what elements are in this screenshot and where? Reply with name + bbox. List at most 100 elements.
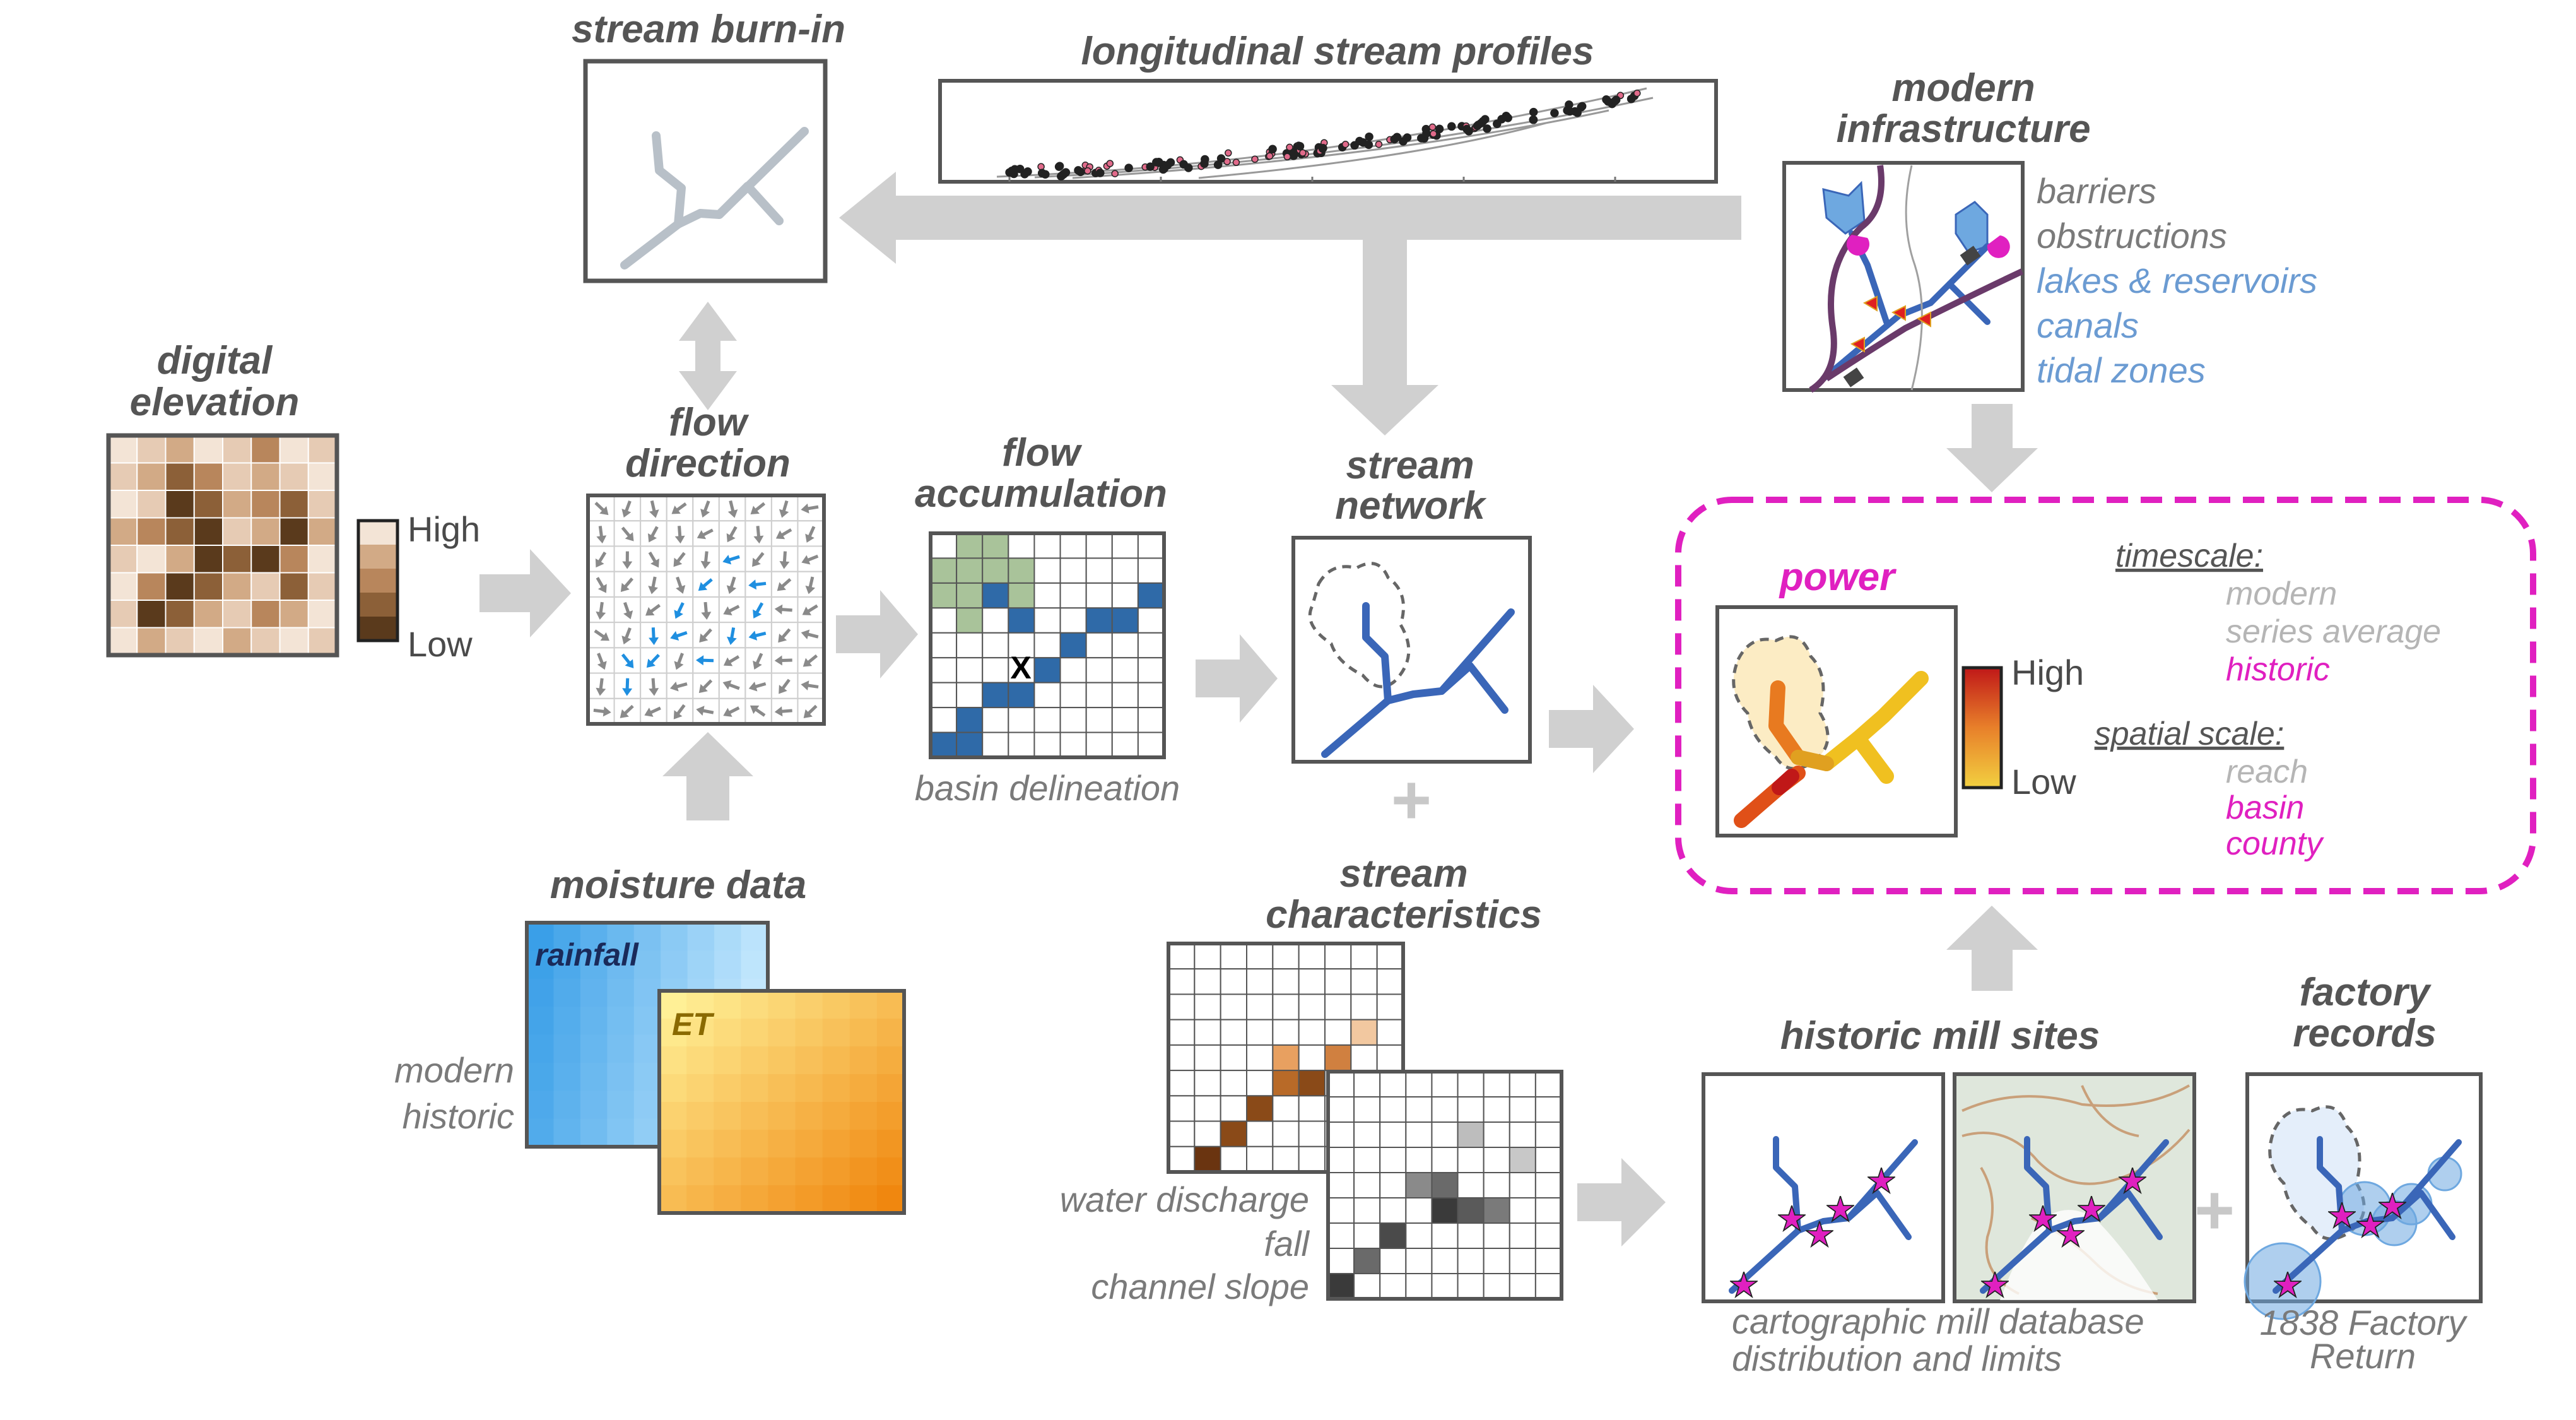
et-cell bbox=[822, 1019, 850, 1047]
network-plus: + bbox=[1391, 761, 1432, 839]
discharge-cell bbox=[1220, 968, 1247, 995]
accum-title-1: flow bbox=[1002, 431, 1083, 475]
discharge-cell bbox=[1350, 1019, 1378, 1046]
profile-point bbox=[1268, 145, 1277, 154]
et-cell bbox=[768, 1130, 796, 1158]
slope-cell bbox=[1327, 1096, 1355, 1123]
accum-cell bbox=[982, 657, 1009, 683]
profile-point bbox=[1403, 133, 1412, 142]
accum-frame bbox=[929, 531, 1166, 759]
discharge-cell bbox=[1298, 1145, 1326, 1173]
accum-cell bbox=[982, 707, 1009, 733]
accum-cell bbox=[1085, 657, 1113, 683]
et-grid bbox=[659, 991, 905, 1214]
et-cell bbox=[876, 1074, 905, 1103]
elevation-cell bbox=[250, 435, 281, 464]
flowdir-arrow bbox=[750, 502, 766, 515]
elevation-cell bbox=[250, 627, 281, 656]
flowdir-arrow bbox=[802, 604, 818, 615]
accum-cell bbox=[1085, 731, 1113, 758]
rainfall-cell bbox=[580, 978, 608, 1007]
discharge-cell bbox=[1324, 943, 1352, 970]
discharge-cell bbox=[1246, 1095, 1274, 1122]
period-modern: modern bbox=[394, 1050, 514, 1090]
et-cell bbox=[795, 991, 823, 1019]
profile-point bbox=[1041, 170, 1050, 179]
elevation-cell bbox=[307, 600, 338, 629]
arrow-to-stream-network bbox=[1331, 240, 1438, 435]
infrastructure-item: canals bbox=[2037, 305, 2139, 345]
flowdir-arrow bbox=[621, 653, 634, 668]
et-cell bbox=[822, 991, 850, 1019]
profile-point bbox=[1435, 124, 1444, 134]
et-cell bbox=[822, 1130, 850, 1158]
rainfall-cell bbox=[607, 1007, 635, 1035]
discharge-cell bbox=[1194, 1095, 1221, 1122]
elevation-cell bbox=[222, 545, 252, 574]
rainfall-cell bbox=[607, 1118, 635, 1147]
profile-point bbox=[1573, 108, 1582, 117]
accum-cell bbox=[1059, 557, 1087, 584]
accum-cell bbox=[1111, 632, 1139, 659]
slope-cell bbox=[1405, 1273, 1433, 1299]
flowdir-arrow bbox=[774, 706, 792, 717]
accum-cell bbox=[1059, 682, 1087, 709]
et-cell bbox=[768, 1019, 796, 1047]
profile-point bbox=[1146, 162, 1155, 171]
slope-cell bbox=[1483, 1222, 1510, 1249]
rainfall-cell bbox=[687, 950, 715, 979]
discharge-cell bbox=[1194, 968, 1221, 995]
mills-streams bbox=[1729, 1136, 1918, 1294]
et-cell bbox=[659, 1102, 687, 1130]
elevation-cell bbox=[307, 572, 338, 601]
slope-cell bbox=[1405, 1147, 1433, 1173]
slope-cell bbox=[1483, 1248, 1510, 1274]
flowdir-arrow bbox=[698, 578, 713, 591]
rainfall-cell bbox=[580, 1034, 608, 1063]
flowdir-arrow bbox=[646, 653, 660, 668]
et-cell bbox=[741, 1185, 768, 1214]
flowdir-arrow bbox=[723, 706, 740, 717]
slope-cell bbox=[1379, 1248, 1407, 1274]
mills-title: historic mill sites bbox=[1780, 1014, 2100, 1058]
profile-point bbox=[1076, 167, 1085, 177]
flowdir-arrow bbox=[669, 682, 688, 692]
slope-frame bbox=[1326, 1070, 1563, 1301]
rainfall-cell bbox=[553, 1091, 581, 1120]
elevation-cell bbox=[108, 572, 138, 601]
infrastructure-item: lakes & reservoirs bbox=[2037, 261, 2317, 300]
discharge-cell bbox=[1220, 993, 1247, 1021]
accum-cell bbox=[1059, 657, 1087, 683]
arrow-elevation-to-flowdir bbox=[479, 549, 571, 637]
slope-cell bbox=[1379, 1147, 1407, 1173]
accum-cell bbox=[1111, 657, 1139, 683]
rainfall-cell bbox=[741, 923, 768, 951]
et-label: ET bbox=[672, 1007, 715, 1042]
profile-point bbox=[1447, 122, 1456, 131]
accum-cell bbox=[982, 632, 1009, 659]
accum-cell bbox=[1111, 682, 1139, 709]
flowdir-arrow bbox=[801, 680, 819, 691]
factory-plus: + bbox=[2194, 1171, 2235, 1249]
et-cell bbox=[768, 1046, 796, 1075]
profile-point bbox=[1529, 107, 1538, 117]
flowdir-arrow bbox=[649, 627, 659, 646]
moisture-data-panel: moisture data rainfall ET modern histori… bbox=[394, 863, 906, 1215]
profile-axis-ticks bbox=[1008, 177, 1616, 182]
discharge-cell bbox=[1168, 993, 1196, 1021]
moisture-title: moisture data bbox=[550, 863, 807, 907]
elevation-legend-cell bbox=[358, 569, 397, 593]
elevation-cell bbox=[136, 572, 167, 601]
et-cell bbox=[795, 1157, 823, 1186]
period-historic: historic bbox=[403, 1096, 514, 1136]
et-cell bbox=[795, 1046, 823, 1075]
slope-cell bbox=[1534, 1273, 1563, 1299]
slope-cell bbox=[1353, 1172, 1381, 1198]
rainfall-cell bbox=[580, 1091, 608, 1120]
flowdir-arrow bbox=[674, 653, 684, 670]
flowdir-arrow bbox=[722, 680, 740, 690]
profile-point bbox=[1286, 143, 1293, 151]
profile-point bbox=[1084, 167, 1091, 175]
flowdir-arrow bbox=[779, 500, 789, 518]
slope-cell bbox=[1509, 1248, 1536, 1274]
